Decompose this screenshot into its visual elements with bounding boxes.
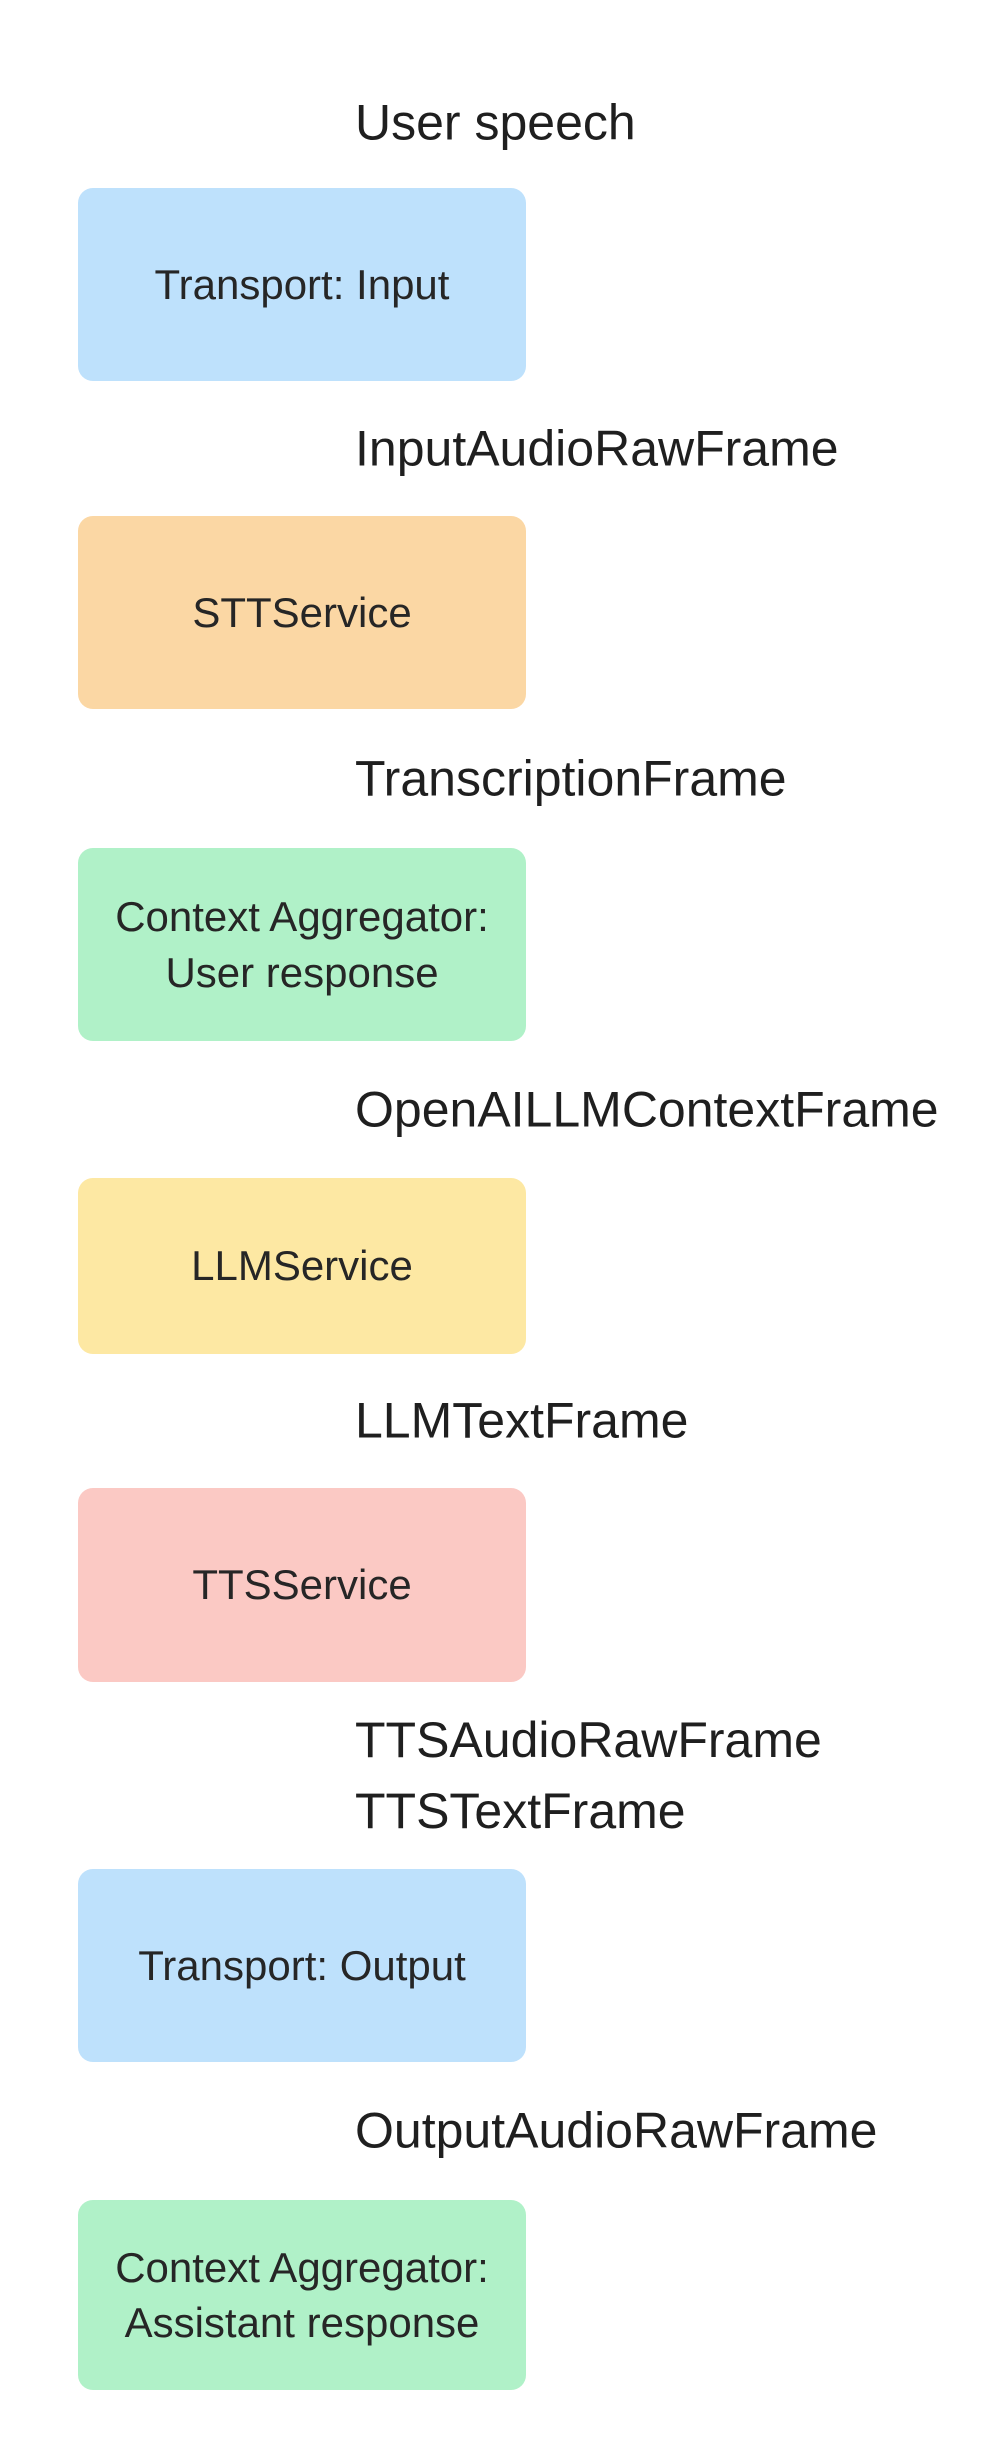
node-stt-service: STTService (78, 516, 526, 709)
node-label-line: LLMService (191, 1242, 413, 1290)
edge-transcription-frame: TranscriptionFrame (0, 709, 990, 848)
edge-label: OpenAILLMContextFrame (355, 1074, 939, 1145)
edge-label-line: User speech (355, 94, 636, 150)
node-label-line: STTService (192, 588, 412, 636)
edge-input-audio-raw-frame: InputAudioRawFrame (0, 381, 990, 516)
node-context-aggregator-user: Context Aggregator: User response (78, 848, 526, 1041)
edge-label-line: InputAudioRawFrame (355, 420, 839, 476)
edge-label: OutputAudioRawFrame (355, 2096, 877, 2167)
node-tts-service: TTSService (78, 1488, 526, 1682)
node-label-line: Assistant response (124, 2299, 480, 2346)
node-transport-output: Transport: Output (78, 1869, 526, 2062)
node-transport-input: Transport: Input (78, 188, 526, 381)
edge-label: User speech (355, 87, 636, 158)
edge-label-line: TTSTextFrame (355, 1782, 686, 1839)
node-label-line: User response (165, 948, 439, 996)
node-label-line: Transport: Input (154, 260, 450, 308)
edge-tts-audio-text-frames: TTSAudioRawFrame TTSTextFrame (0, 1682, 990, 1869)
edge-label: InputAudioRawFrame (355, 413, 839, 484)
edge-llm-text-frame: LLMTextFrame (0, 1354, 990, 1488)
edge-user-speech: User speech (0, 57, 990, 188)
edge-output-audio-raw-frame: OutputAudioRawFrame (0, 2062, 990, 2200)
edge-label: LLMTextFrame (355, 1386, 688, 1457)
node-llm-service: LLMService (78, 1178, 526, 1354)
node-label-line: TTSService (192, 1561, 412, 1609)
edge-label-line: LLMTextFrame (355, 1392, 689, 1449)
node-context-aggregator-assistant: Context Aggregator: Assistant response (78, 2200, 526, 2390)
edge-openai-llm-context-frame: OpenAILLMContextFrame (0, 1041, 990, 1178)
node-label-line: Context Aggregator: (115, 893, 489, 941)
edge-label-line: OutputAudioRawFrame (355, 2102, 878, 2159)
edge-label: TranscriptionFrame (355, 743, 787, 814)
edge-label: TTSAudioRawFrame TTSTextFrame (355, 1705, 822, 1847)
node-label-line: Context Aggregator: (115, 2243, 489, 2291)
edge-label-line: TranscriptionFrame (355, 750, 787, 806)
node-label-line: Transport: Output (138, 1941, 466, 1989)
edge-label-line: TTSAudioRawFrame (355, 1711, 822, 1768)
edge-label-line: OpenAILLMContextFrame (355, 1081, 939, 1137)
